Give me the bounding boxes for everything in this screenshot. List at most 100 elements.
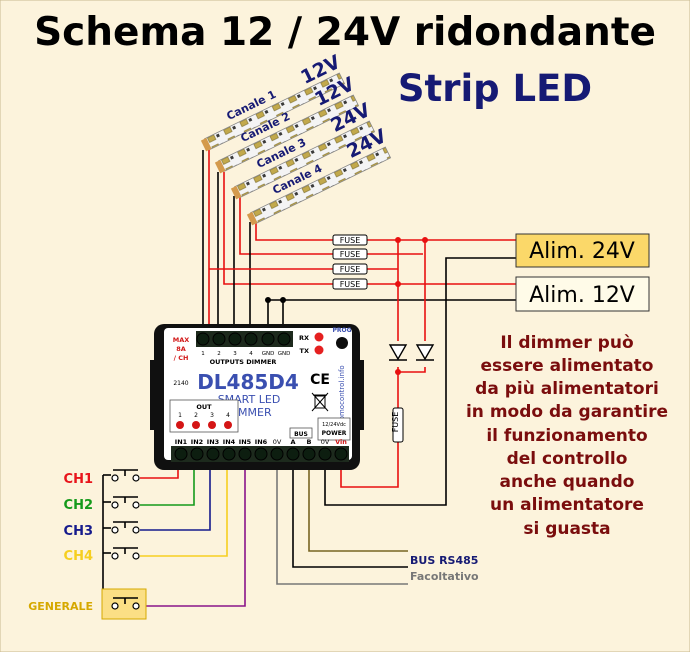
- pin-label-in6: IN6: [255, 438, 268, 446]
- description-line-7: anche quando: [500, 472, 635, 492]
- output-pin-label-2: 2: [217, 351, 221, 357]
- generale-label: GENERALE: [28, 600, 93, 613]
- out-led-label-2: 2: [194, 412, 198, 419]
- output-pin-labels: 1 2 3 4 GND GND: [201, 351, 290, 357]
- description-line-8: un alimentatore: [490, 495, 644, 515]
- output-terminal-gnd2[interactable]: [277, 332, 291, 346]
- device-ear-left: [150, 360, 160, 430]
- switch-ch4[interactable]: [111, 547, 140, 560]
- psu-12v-label: Alim. 12V: [529, 283, 635, 308]
- out-led-label-1: 1: [178, 412, 182, 419]
- switch-ch3[interactable]: [111, 521, 140, 534]
- output-terminal-3[interactable]: [228, 332, 242, 346]
- brand-model: 485D4: [227, 370, 299, 394]
- outputs-dimmer-title: OUTPUTS DIMMER: [210, 358, 277, 366]
- input-terminal-vin[interactable]: [334, 447, 348, 461]
- brand-logo: DL485D4: [197, 370, 299, 394]
- pin-label-a: A: [290, 438, 295, 446]
- diode-1: [388, 344, 408, 361]
- serial-number: 2140: [173, 380, 188, 387]
- description-line-6: del controllo: [507, 449, 628, 469]
- output-terminal-4[interactable]: [244, 332, 258, 346]
- description-line-9: si guasta: [523, 519, 610, 539]
- switch-ch2[interactable]: [111, 496, 140, 509]
- input-terminal-a[interactable]: [286, 447, 300, 461]
- fuse-2-label: FUSE: [340, 250, 361, 259]
- fuse-2: FUSE: [332, 248, 368, 260]
- out-led-3: [208, 421, 216, 429]
- out-led-4: [224, 421, 232, 429]
- input-terminal-b[interactable]: [302, 447, 316, 461]
- generale-wire: [140, 460, 246, 607]
- max-label-2: 8A: [176, 345, 186, 353]
- input-terminal-in2[interactable]: [190, 447, 204, 461]
- switch-generale[interactable]: [111, 597, 140, 610]
- bus-box: [289, 427, 313, 439]
- output-pin-label-6: GND: [278, 351, 291, 357]
- pin-label-0v-a: 0V: [273, 438, 282, 446]
- bus-label-device: BUS: [294, 431, 308, 438]
- bus-0v-wire: [276, 460, 408, 585]
- bus-a-wire: [292, 460, 408, 568]
- switch-ch1[interactable]: [111, 469, 140, 482]
- fuse-block: FUSE FUSE FUSE FUSE FUSE: [332, 234, 404, 443]
- out-led-label-4: 4: [226, 412, 230, 419]
- input-terminal-in1[interactable]: [174, 447, 188, 461]
- tx-label: TX: [300, 347, 309, 355]
- ch3-wire: [140, 460, 211, 531]
- psu-24v-label: Alim. 24V: [529, 239, 635, 264]
- output-pin-label-1: 1: [201, 351, 205, 357]
- power-box: [317, 417, 351, 441]
- fuse-1: FUSE: [332, 234, 368, 246]
- out-led-label-3: 3: [210, 412, 214, 419]
- out-led-1: [176, 421, 184, 429]
- vin-wire: [340, 440, 399, 488]
- description-line-3: da più alimentatori: [475, 379, 659, 399]
- out-title: OUT: [196, 403, 212, 411]
- output-terminal-gnd1[interactable]: [261, 332, 275, 346]
- pin-label-vin: Vin: [335, 438, 347, 446]
- dimmer-device: MAX 8A / CH 1 2 3 4 GND GND OUTPUTS DIMM…: [150, 324, 364, 470]
- out-led-2: [192, 421, 200, 429]
- ch1-label: CH1: [64, 472, 93, 487]
- input-terminal-in4[interactable]: [222, 447, 236, 461]
- fuse-1-label: FUSE: [340, 236, 361, 245]
- ce-mark: CE: [310, 372, 330, 388]
- brand-dl: DL: [197, 370, 227, 394]
- switches: CH1 CH2 CH3 CH4 GENERALE: [28, 469, 147, 620]
- input-terminal-in5[interactable]: [238, 447, 252, 461]
- bus-rs485-label: BUS RS485: [410, 554, 478, 567]
- input-terminal-0v-b[interactable]: [318, 447, 332, 461]
- fuse-vin-label: FUSE: [391, 412, 400, 433]
- description-line-1: Il dimmer può: [500, 333, 633, 353]
- gnd-junction-2: [280, 297, 286, 303]
- output-terminals: [196, 331, 293, 347]
- input-terminal-in6[interactable]: [254, 447, 268, 461]
- pin-label-in4: IN4: [223, 438, 236, 446]
- pin-label-in1: IN1: [175, 438, 188, 446]
- description: Il dimmer può essere alimentato da più a…: [466, 333, 668, 539]
- input-terminals: [171, 446, 349, 462]
- power-wiring: [324, 237, 516, 506]
- power-spec: 12/24Vdc: [322, 422, 346, 428]
- psu-12v: Alim. 12V: [515, 276, 650, 312]
- ch3-label: CH3: [64, 524, 93, 539]
- input-terminal-in3[interactable]: [206, 447, 220, 461]
- strip-2-positive-wire: [223, 172, 335, 285]
- output-terminal-1[interactable]: [196, 332, 210, 346]
- ch2-label: CH2: [64, 498, 93, 513]
- prog-button[interactable]: [336, 337, 348, 349]
- pin-label-0v-b: 0V: [321, 438, 330, 446]
- description-line-4: in modo da garantire: [466, 402, 668, 422]
- psu-24v: Alim. 24V: [515, 233, 650, 268]
- strip-4-positive-wire: [255, 222, 335, 241]
- prog-label: PROG: [332, 327, 351, 334]
- output-pin-label-5: GND: [262, 351, 275, 357]
- pin-label-in2: IN2: [191, 438, 203, 446]
- bus-b-wire: [308, 460, 408, 552]
- device-ear-right: [354, 360, 364, 430]
- fuse-3: FUSE: [332, 263, 368, 275]
- strip-3-positive-wire: [239, 196, 335, 255]
- input-terminal-0v-a[interactable]: [270, 447, 284, 461]
- output-terminal-2[interactable]: [212, 332, 226, 346]
